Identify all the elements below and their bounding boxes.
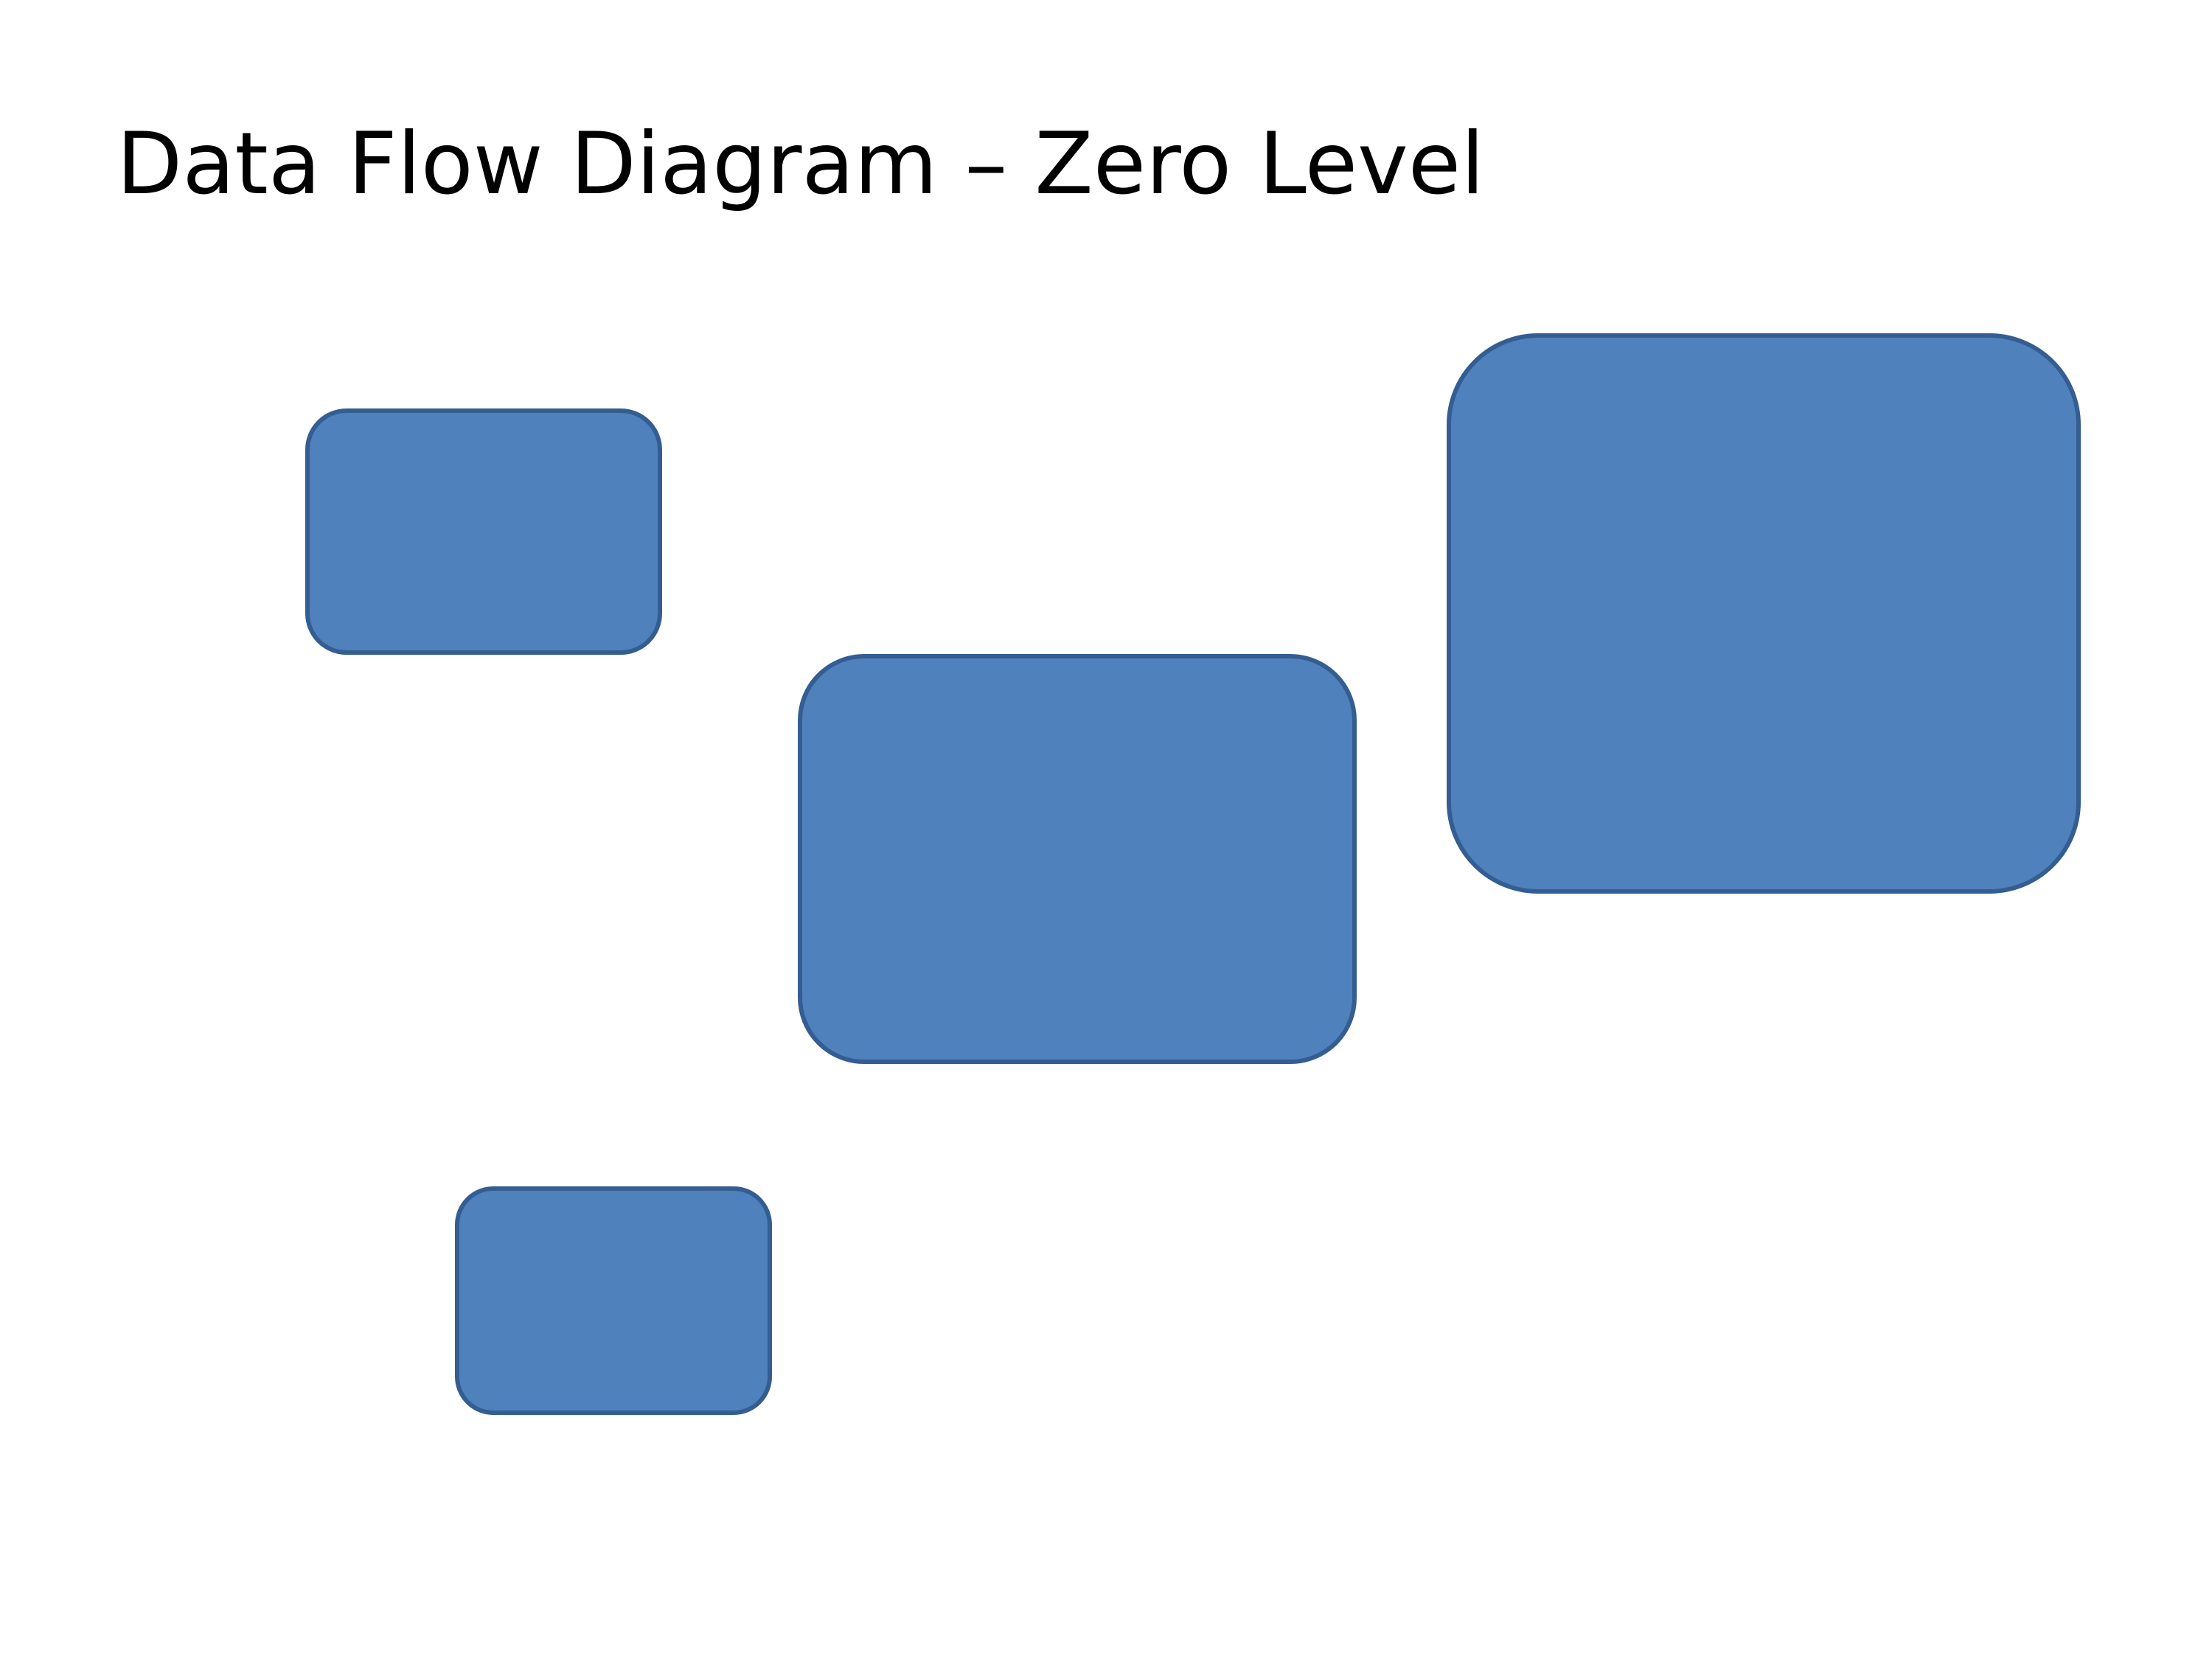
process-box-2[interactable] <box>798 654 1357 1064</box>
slide-title: Data Flow Diagram – Zero Level <box>116 114 1485 214</box>
process-box-4[interactable] <box>455 1186 772 1415</box>
process-box-3[interactable] <box>1447 333 2081 894</box>
process-box-1[interactable] <box>305 408 662 655</box>
